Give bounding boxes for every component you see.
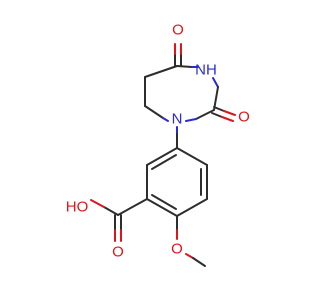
bond-n1-c6-n [162, 117, 169, 122]
bond-c2-n1-n [185, 118, 197, 122]
bond-c-oh-o [90, 199, 105, 208]
bond-o-me-o [185, 253, 194, 259]
atom-n-ring: N [172, 111, 183, 128]
bond-nh-c2 [213, 86, 219, 111]
bond-ar-cooh [117, 198, 148, 216]
bond-ar-4-inner [151, 194, 177, 210]
bond-n1-c6 [144, 105, 164, 119]
bond-c2-o-b [211, 112, 223, 118]
molecule-canvas: O NH O N HO O O [66, 22, 250, 267]
bond-ar-1 [176, 147, 208, 166]
benzene-ring [146, 147, 208, 217]
bond-ar-4 [146, 198, 178, 217]
molecule-structure: O NH O N HO O O [66, 22, 250, 267]
atom-o-methoxy: O [171, 241, 183, 258]
bond-nh-c2-n [212, 77, 219, 88]
bond-c4-nh [176, 65, 193, 68]
bond-c2-n1 [195, 109, 215, 120]
bond-o-me [192, 257, 206, 267]
pyrimidinedione-ring [144, 65, 219, 122]
atom-o-carbonyl: O [112, 244, 124, 261]
c4-carbonyl [174, 43, 182, 67]
atom-o-right: O [238, 109, 250, 126]
atom-o-top: O [172, 22, 184, 39]
bond-ar-6 [146, 147, 178, 166]
bond-c2-o-a-o [223, 110, 236, 116]
c2-carbonyl [211, 106, 236, 122]
carboxylic-acid [90, 198, 148, 242]
bond-c2-o-b-o [221, 116, 234, 122]
bond-c5-c4 [144, 65, 178, 78]
bond-ar-3 [176, 198, 208, 217]
bond-ar-6-inner [151, 154, 177, 170]
methoxy-group [176, 215, 206, 267]
bond-c2-o-a [213, 106, 225, 112]
bond-c-oh [103, 206, 119, 216]
atom-nh: NH [195, 62, 217, 79]
atom-ho: HO [66, 199, 89, 216]
